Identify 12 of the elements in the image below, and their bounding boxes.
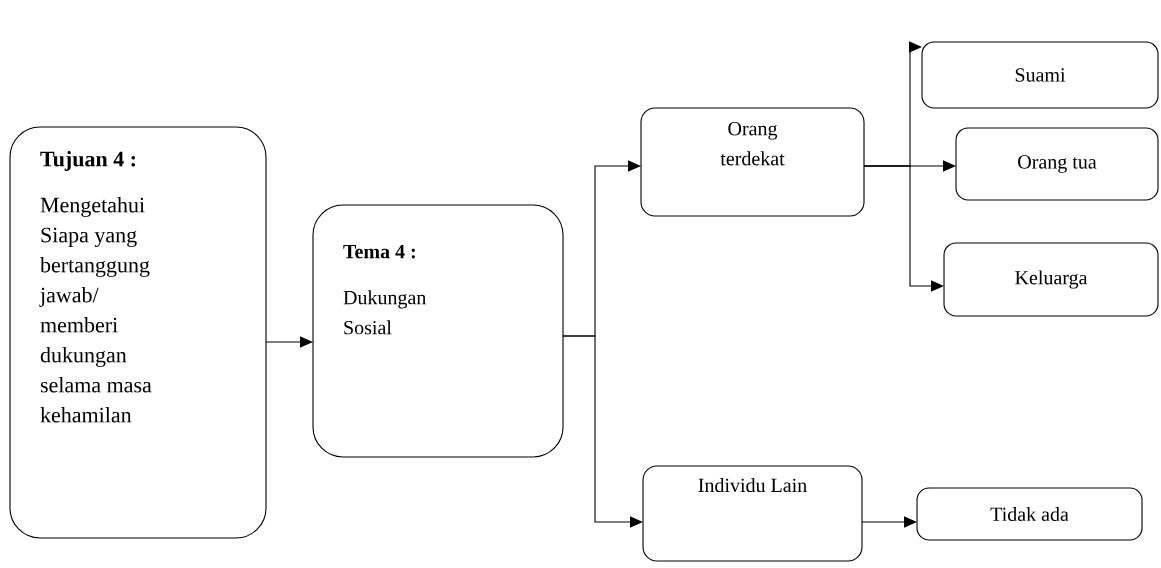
- process-box: Suami: [921, 41, 1159, 109]
- arrow: [863, 165, 944, 292]
- arrow: [861, 516, 917, 528]
- process-box: Tidak ada: [916, 487, 1143, 541]
- process-box: Tujuan 4 : Mengetahui Siapa yang bertanggung jawab/ memberi dukungan selama masa kehamilan: [9, 126, 267, 539]
- arrow: [265, 336, 313, 348]
- process-box: Tema 4 : Dukungan Sosial: [312, 204, 564, 458]
- arrow: [562, 335, 643, 528]
- process-box: Individu Lain: [642, 465, 863, 562]
- process-box: Keluarga: [943, 242, 1159, 317]
- process-box: Orang tua: [955, 127, 1159, 201]
- process-box: Orang terdekat: [640, 107, 865, 217]
